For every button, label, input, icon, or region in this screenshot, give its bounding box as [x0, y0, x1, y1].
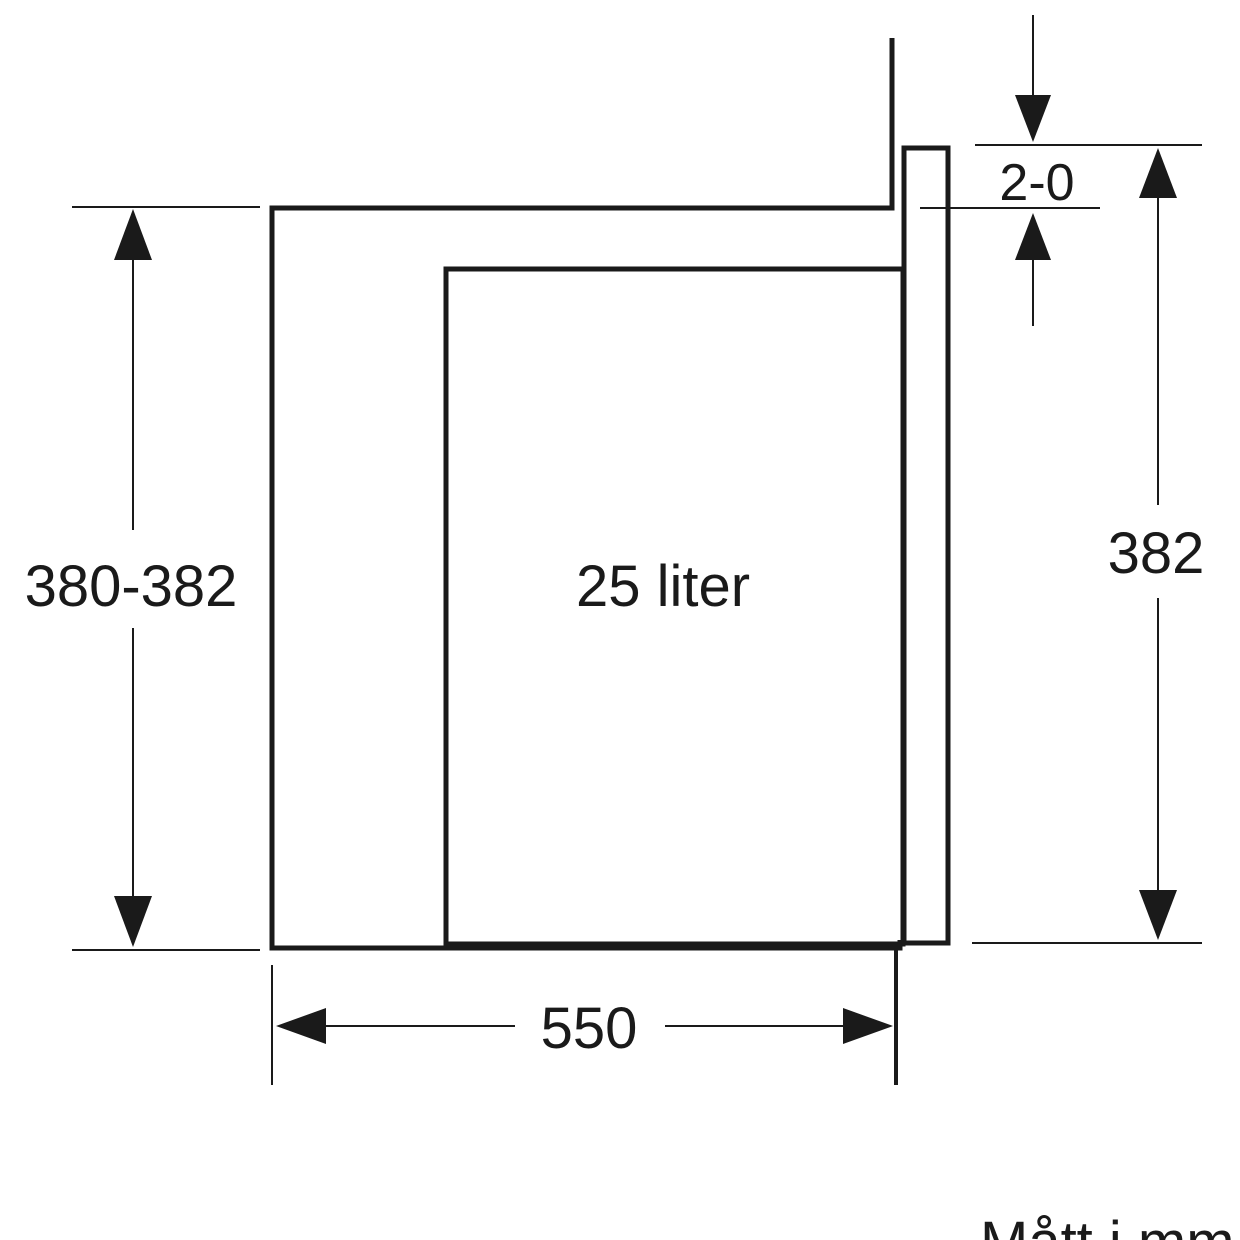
- appliance-height-label: 382: [1108, 521, 1205, 586]
- arrow-up-icon: [1015, 213, 1051, 260]
- arrow-right-icon: [843, 1008, 893, 1044]
- appliance-front-panel: [901, 145, 951, 946]
- arrow-down-icon: [1139, 890, 1177, 940]
- arrow-up-icon: [1139, 148, 1177, 198]
- depth-dimension: [271, 950, 898, 1085]
- volume-label: 25 liter: [576, 554, 750, 619]
- depth-label: 550: [541, 996, 638, 1061]
- arrow-down-icon: [1015, 95, 1051, 142]
- gap-dimension: [920, 15, 1100, 326]
- appliance-height-dimension: [972, 144, 1202, 944]
- arrow-up-icon: [114, 209, 152, 260]
- cabinet-height-label: 380-382: [25, 554, 238, 619]
- units-note: Mått i mm: [980, 1210, 1235, 1240]
- arrow-left-icon: [276, 1008, 326, 1044]
- gap-label: 2-0: [999, 154, 1074, 212]
- cabinet-niche-outline: [269, 38, 903, 951]
- arrow-down-icon: [114, 896, 152, 947]
- cabinet-height-dimension: [72, 206, 260, 951]
